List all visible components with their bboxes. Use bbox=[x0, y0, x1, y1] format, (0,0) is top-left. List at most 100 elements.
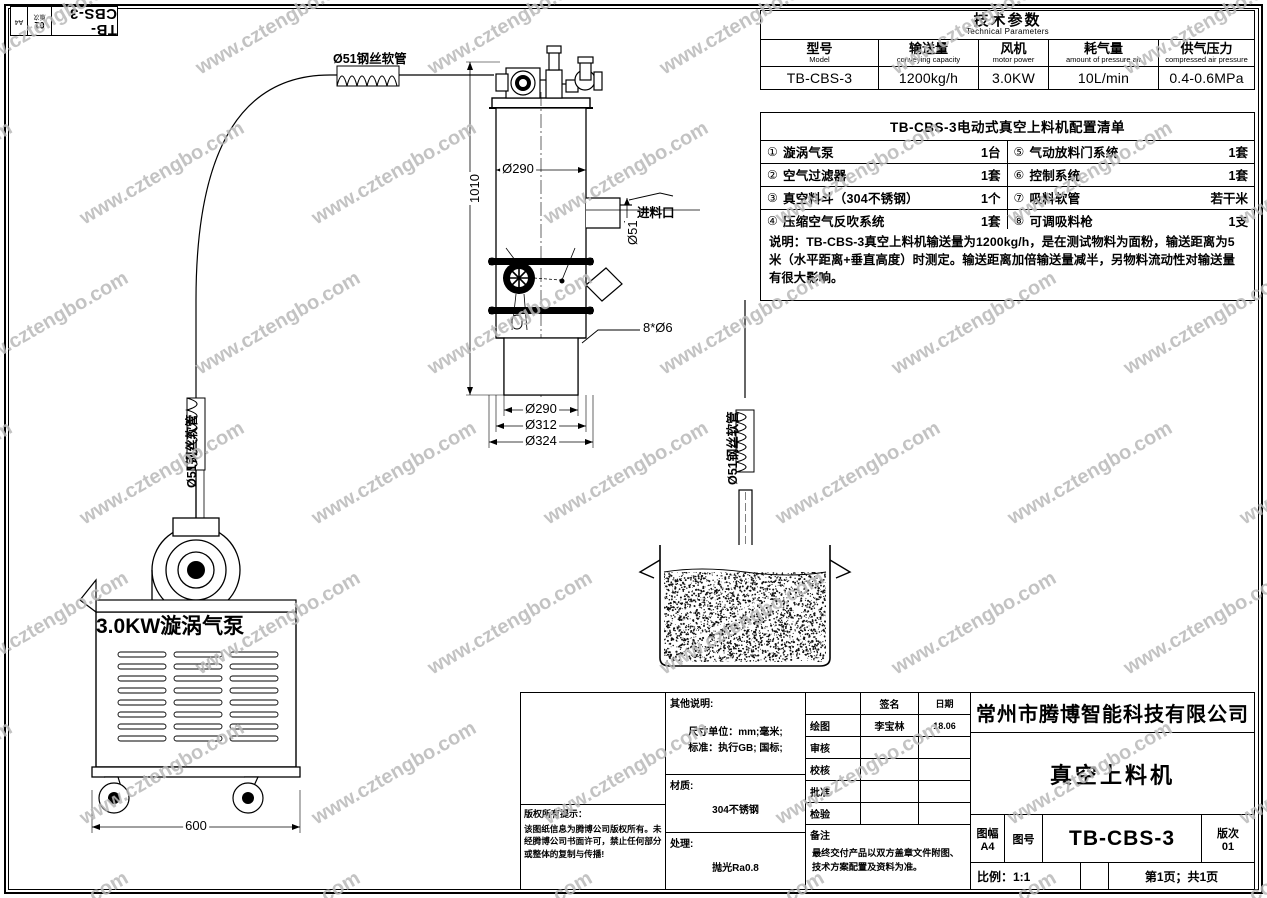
param-value-air: 10L/min bbox=[1049, 66, 1159, 90]
title-block-main-column: 常州市腾博智能科技有限公司 真空上料机 图幅 A4 图号 TB-CBS-3 版次… bbox=[971, 693, 1254, 889]
param-title: 技术参数 Technical Parameters bbox=[761, 11, 1254, 40]
corner-version-label: 版次 bbox=[33, 13, 46, 20]
config-title: TB-CBS-3电动式真空上料机配置清单 bbox=[761, 113, 1254, 141]
corner-code-block: TB-CBS-3 01 版次 A4 bbox=[10, 5, 118, 38]
signature-date-header: 日期 bbox=[935, 699, 954, 709]
remark-text: 最终交付产品以双方盖章文件附图、技术方案配置及资料为准。 bbox=[812, 848, 959, 872]
param-header-capacity: 输送量 conveying capacity bbox=[879, 40, 979, 67]
config-item-6: ⑥ 控制系统 1套 bbox=[1008, 164, 1255, 186]
param-value-model: TB-CBS-3 bbox=[761, 66, 879, 90]
title-block: 版权所有提示： 该图纸信息为腾博公司版权所有。未经腾博公司书面许可，禁止任何部分… bbox=[520, 692, 1255, 890]
signature-sign-approve bbox=[861, 781, 919, 802]
other-note-line2: 标准：执行GB; 国标; bbox=[688, 743, 783, 754]
signature-row-inspect: 检验 bbox=[806, 803, 970, 825]
configuration-list: TB-CBS-3电动式真空上料机配置清单 ① 漩涡气泵 1台 ⑤ 气动放料门系统… bbox=[760, 112, 1255, 233]
config-item-8: ⑧ 可调吸料枪 1支 bbox=[1008, 210, 1255, 232]
param-value-capacity: 1200kg/h bbox=[879, 66, 979, 90]
config-item-8-qty: 1支 bbox=[1228, 215, 1248, 229]
signature-sign-review bbox=[861, 737, 919, 758]
treatment-box: 处理: 抛光Ra0.8 bbox=[666, 833, 805, 889]
signature-sign-draw: 李宝林 bbox=[861, 715, 919, 736]
drawing-no-label: 图号 bbox=[1012, 833, 1035, 846]
signature-date-review bbox=[919, 737, 970, 758]
other-note-body: 尺寸单位：mm;毫米; 标准：执行GB; 国标; bbox=[670, 710, 801, 772]
sheet-size-cell: 图幅 A4 bbox=[971, 815, 1005, 862]
signature-role-inspect: 检验 bbox=[806, 803, 861, 824]
other-note-line1: 尺寸单位：mm;毫米; bbox=[688, 727, 783, 738]
page-indicator: 第1页；共1页 bbox=[1144, 869, 1219, 884]
dim-base-3: Ø324 bbox=[523, 433, 559, 448]
config-item-1-qty: 1台 bbox=[981, 146, 1001, 160]
param-title-cn: 技术参数 bbox=[973, 12, 1042, 29]
signature-sign-inspect bbox=[861, 803, 919, 824]
param-header-model: 型号 Model bbox=[761, 40, 879, 67]
config-item-6-name: 控制系统 bbox=[1029, 169, 1081, 183]
other-note-box: 其他说明: 尺寸单位：mm;毫米; 标准：执行GB; 国标; bbox=[666, 693, 805, 775]
config-item-5-name: 气动放料门系统 bbox=[1029, 146, 1119, 160]
drawing-codes-row: 图幅 A4 图号 TB-CBS-3 版次 01 bbox=[971, 815, 1254, 863]
config-item-6-number: ⑥ bbox=[1013, 167, 1025, 182]
other-note-label: 其他说明: bbox=[670, 699, 714, 710]
param-value-motor: 3.0KW bbox=[979, 66, 1049, 90]
signature-role-draw: 绘图 bbox=[806, 715, 861, 736]
drawing-no-value: TB-CBS-3 bbox=[1043, 815, 1202, 862]
title-block-footer: 比例：1:1 第1页；共1页 bbox=[971, 863, 1254, 889]
title-block-spec-column: 其他说明: 尺寸单位：mm;毫米; 标准：执行GB; 国标; 材质: 304不锈… bbox=[666, 693, 806, 889]
config-item-4-qty: 1套 bbox=[981, 215, 1001, 229]
signature-row-draw: 绘图 李宝林 18.06 bbox=[806, 715, 970, 737]
drawing-no-label-cell: 图号 bbox=[1005, 815, 1043, 862]
config-item-4-name: 压缩空气反吹系统 bbox=[783, 215, 885, 229]
material-value: 304不锈钢 bbox=[712, 805, 759, 816]
config-row: ② 空气过滤器 1套 ⑥ 控制系统 1套 bbox=[761, 164, 1254, 187]
config-item-5-qty: 1套 bbox=[1228, 146, 1248, 160]
version-cell: 版次 01 bbox=[1202, 815, 1254, 862]
config-item-2: ② 空气过滤器 1套 bbox=[761, 164, 1008, 186]
remark-label: 备注 bbox=[810, 831, 830, 842]
corner-a4: A4 bbox=[14, 17, 24, 25]
signature-sign-header: 签名 bbox=[861, 693, 919, 714]
config-row: ④ 压缩空气反吹系统 1套 ⑧ 可调吸料枪 1支 bbox=[761, 210, 1254, 232]
param-value-row: TB-CBS-3 1200kg/h 3.0KW 10L/min 0.4-0.6M… bbox=[761, 66, 1254, 91]
signature-role-approve: 批准 bbox=[806, 781, 861, 802]
config-row: ③ 真空料斗（304不锈钢） 1个 ⑦ 吸料软管 若干米 bbox=[761, 187, 1254, 210]
config-item-1-name: 漩涡气泵 bbox=[783, 146, 834, 160]
param-header-row: 型号 Model 输送量 conveying capacity 风机 motor… bbox=[761, 40, 1254, 67]
hose-label-top: Ø51钢丝软管 bbox=[333, 52, 407, 66]
signature-date-draw: 18.06 bbox=[933, 720, 956, 731]
signature-remark: 备注 最终交付产品以双方盖章文件附图、技术方案配置及资料为准。 bbox=[806, 825, 970, 889]
material-label: 材质: bbox=[670, 781, 694, 792]
signature-role-check: 校核 bbox=[806, 759, 861, 780]
dim-base-2: Ø312 bbox=[523, 417, 559, 432]
copyright-label: 版权所有提示： bbox=[524, 809, 588, 819]
signature-row-approve: 批准 bbox=[806, 781, 970, 803]
scale-value: 比例：1:1 bbox=[971, 863, 1081, 889]
pump-label: 3.0KW漩涡气泵 bbox=[96, 615, 245, 638]
config-item-4-number: ④ bbox=[767, 213, 778, 228]
signature-row-check: 校核 bbox=[806, 759, 970, 781]
footer-blank bbox=[1081, 863, 1109, 889]
param-header-motor: 风机 motor power bbox=[979, 40, 1049, 67]
treatment-label: 处理: bbox=[670, 839, 694, 850]
param-header-air: 耗气量 amount of pressure air bbox=[1049, 40, 1159, 67]
config-item-5: ⑤ 气动放料门系统 1套 bbox=[1008, 141, 1255, 163]
config-item-3-qty: 1个 bbox=[981, 192, 1001, 206]
signature-role-review: 审核 bbox=[806, 737, 861, 758]
material-box: 材质: 304不锈钢 bbox=[666, 775, 805, 833]
param-header-pressure: 供气压力 compressed air pressure bbox=[1159, 40, 1254, 67]
config-item-1-number: ① bbox=[767, 144, 778, 159]
config-item-4: ④ 压缩空气反吹系统 1套 bbox=[761, 210, 1008, 232]
signature-role-header bbox=[806, 693, 861, 714]
config-item-6-qty: 1套 bbox=[1228, 169, 1248, 183]
company-name: 常州市腾博智能科技有限公司 bbox=[971, 693, 1254, 733]
product-name: 真空上料机 bbox=[971, 733, 1254, 815]
signature-date-approve bbox=[919, 781, 970, 802]
config-item-1: ① 漩涡气泵 1台 bbox=[761, 141, 1008, 163]
frame-outer bbox=[4, 4, 1263, 894]
dim-holes: 8*Ø6 bbox=[641, 320, 675, 335]
signature-table: 签名 日期 绘图 李宝林 18.06 审核 校核 批准 bbox=[806, 693, 971, 889]
dim-body-diameter: Ø290 bbox=[500, 161, 536, 176]
inlet-label: 进料口 bbox=[637, 206, 675, 220]
config-item-7-qty: 若干米 bbox=[1210, 192, 1248, 206]
